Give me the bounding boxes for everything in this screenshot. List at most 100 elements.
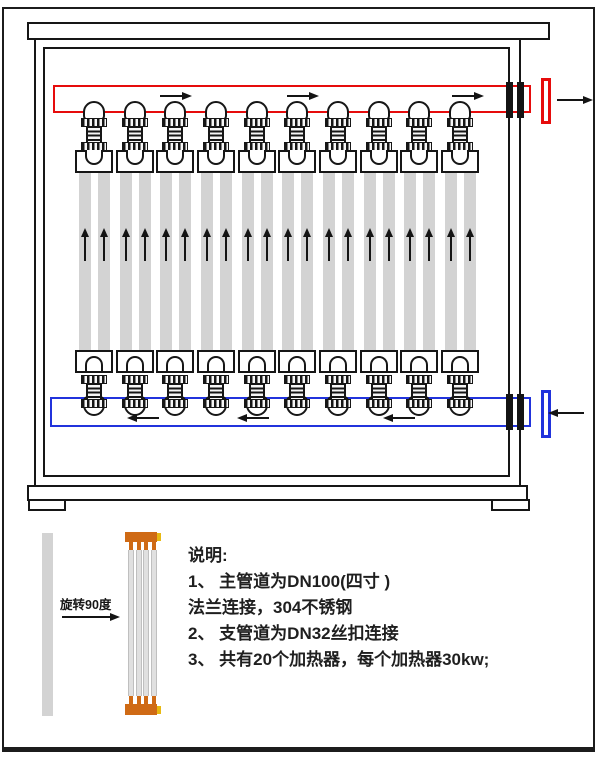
heater-column-8-bottom-thread — [371, 383, 387, 400]
heater-column-2-top-thread — [127, 126, 143, 143]
notes-title: 说明: — [188, 546, 228, 565]
hot-flow-arrow-icon — [160, 91, 192, 100]
heater-column-1-bottom-union-nut — [81, 399, 107, 408]
heater-column-5-tube — [260, 173, 273, 351]
heater-column-8-up-flow-arrow-icon — [384, 228, 393, 261]
heater-column-1-up-flow-arrow-icon — [99, 228, 108, 261]
heater-column-6-up-flow-arrow-icon — [302, 228, 311, 261]
heater-column-9-tube — [403, 173, 416, 351]
heater-column-10-top-port — [451, 150, 469, 165]
heater-column-3-top-thread — [167, 126, 183, 143]
heater-column-8-tube — [363, 173, 376, 351]
bundle-top-tooth — [151, 542, 156, 550]
bundle-bottom-tooth — [129, 696, 133, 704]
heater-column-7-tube — [341, 173, 354, 351]
note-line: 3、 共有20个加热器，每个加热器30kw; — [188, 650, 490, 669]
cabinet-base — [27, 485, 528, 501]
heater-column-9-bottom-thread — [411, 383, 427, 400]
heater-column-7-bottom-union-nut — [325, 399, 351, 408]
heater-column-1-bottom-thread — [86, 383, 102, 400]
heater-column-5-bottom-port — [248, 356, 266, 371]
heater-column-9-bottom-union-nut — [406, 399, 432, 408]
heater-column-3-bottom-thread — [167, 383, 183, 400]
heater-column-7-up-flow-arrow-icon — [343, 228, 352, 261]
cabinet-top-panel — [27, 22, 550, 40]
heater-column-3-up-flow-arrow-icon — [180, 228, 189, 261]
heater-column-7-bottom-thread — [330, 383, 346, 400]
heater-column-6-bottom-union-nut — [284, 399, 310, 408]
rotate-90-label: 旋转90度 — [60, 598, 112, 612]
bundle-tube — [135, 550, 142, 696]
cold-flow-arrow-icon — [383, 413, 415, 422]
heater-column-5-top-thread — [249, 126, 265, 143]
outlet-flow-arrow-icon — [557, 95, 593, 104]
inlet-flow-arrow-icon — [548, 408, 584, 417]
heater-column-1-top-thread — [86, 126, 102, 143]
bundle-bottom-terminal — [156, 706, 161, 714]
heater-column-9-tube — [422, 173, 435, 351]
bundle-bottom-tooth — [136, 696, 141, 704]
heater-column-2-up-flow-arrow-icon — [121, 228, 130, 261]
heater-column-9-up-flow-arrow-icon — [424, 228, 433, 261]
bundle-bottom-cap — [125, 704, 157, 715]
heater-column-2-tube — [119, 173, 132, 351]
heater-column-6-tube — [300, 173, 313, 351]
cold-flow-arrow-icon — [237, 413, 269, 422]
bundle-top-cap — [125, 532, 157, 542]
heater-column-10-bottom-port — [451, 356, 469, 371]
heater-column-8-top-port — [370, 150, 388, 165]
cold-flow-arrow-icon — [127, 413, 159, 422]
bundle-top-tooth — [136, 542, 141, 550]
heater-column-10-tube — [444, 173, 457, 351]
heater-column-7-tube — [322, 173, 335, 351]
heater-column-5-bottom-union-nut — [244, 399, 270, 408]
heater-column-6-tube — [281, 173, 294, 351]
heater-column-1-bottom-port — [85, 356, 103, 371]
heater-column-3-up-flow-arrow-icon — [161, 228, 170, 261]
hot-flow-arrow-icon — [287, 91, 319, 100]
heater-column-2-top-port — [126, 150, 144, 165]
heater-column-4-tube — [200, 173, 213, 351]
rotate-arrow-icon — [62, 612, 120, 621]
heater-side-view-bar — [42, 533, 53, 716]
heater-column-6-bottom-port — [288, 356, 306, 371]
bundle-tube — [128, 550, 134, 696]
heater-column-10-top-thread — [452, 126, 468, 143]
note-line: 2、 支管道为DN32丝扣连接 — [188, 624, 399, 643]
heater-column-7-bottom-port — [329, 356, 347, 371]
heater-column-4-bottom-port — [207, 356, 225, 371]
heater-column-6-top-thread — [289, 126, 305, 143]
heater-column-5-bottom-thread — [249, 383, 265, 400]
inlet-wall-seal-band — [517, 394, 524, 430]
heater-column-1-top-port — [85, 150, 103, 165]
heater-column-3-bottom-union-nut — [162, 399, 188, 408]
heater-column-4-up-flow-arrow-icon — [221, 228, 230, 261]
heater-column-2-bottom-union-nut — [122, 399, 148, 408]
heater-column-2-bottom-port — [126, 356, 144, 371]
bundle-top-terminal — [156, 533, 161, 541]
heater-column-9-up-flow-arrow-icon — [405, 228, 414, 261]
heater-column-10-up-flow-arrow-icon — [465, 228, 474, 261]
heater-column-3-tube — [159, 173, 172, 351]
heater-column-3-top-port — [166, 150, 184, 165]
heater-column-5-up-flow-arrow-icon — [262, 228, 271, 261]
bundle-tube — [143, 550, 149, 696]
outlet-wall-seal-band — [506, 82, 513, 118]
heater-column-4-top-thread — [208, 126, 224, 143]
heater-column-6-up-flow-arrow-icon — [283, 228, 292, 261]
heater-column-5-tube — [241, 173, 254, 351]
heater-column-7-up-flow-arrow-icon — [324, 228, 333, 261]
heater-column-5-top-port — [248, 150, 266, 165]
heater-column-6-bottom-thread — [289, 383, 305, 400]
heater-column-7-top-port — [329, 150, 347, 165]
bundle-tube — [150, 550, 157, 696]
heater-column-4-tube — [219, 173, 232, 351]
note-line: 法兰连接，304不锈钢 — [188, 598, 353, 617]
heater-column-1-tube — [97, 173, 110, 351]
heater-column-9-top-thread — [411, 126, 427, 143]
heater-column-10-bottom-union-nut — [447, 399, 473, 408]
heater-column-5-up-flow-arrow-icon — [243, 228, 252, 261]
heater-column-4-bottom-thread — [208, 383, 224, 400]
heater-column-4-top-port — [207, 150, 225, 165]
